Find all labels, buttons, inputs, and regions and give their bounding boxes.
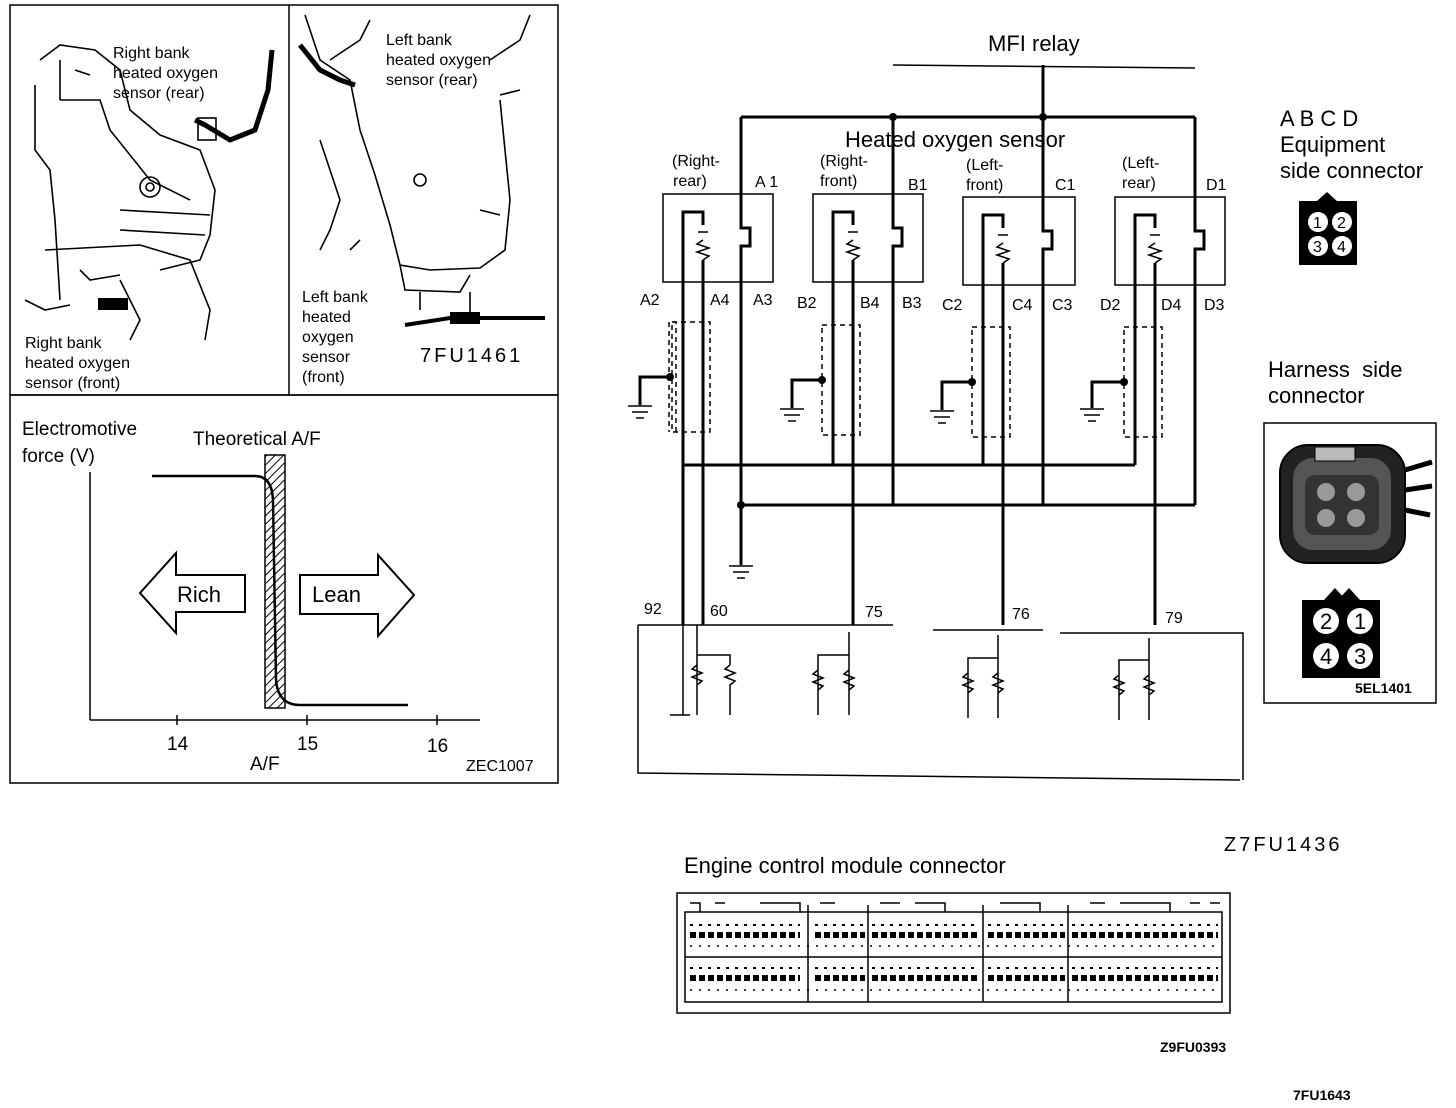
right-bank-engine-sketch [24, 44, 275, 341]
pin-c2-label: C2 [942, 297, 963, 314]
left-front-label-2: heated [302, 309, 351, 326]
equip-pin-3: 3 [1313, 239, 1322, 256]
ecm-internal-circuits [670, 625, 1157, 720]
left-front-label-1: Left bank [302, 289, 369, 306]
equip-pin-4: 4 [1337, 239, 1346, 256]
sensor-b-name-2: front) [820, 173, 857, 190]
circuit-figure-code: Z7FU1436 [1224, 834, 1343, 856]
harness-connector-title-1: Harness side [1268, 357, 1403, 382]
pin-b4-label: B4 [860, 295, 880, 312]
harness-connector-photo [1279, 444, 1433, 564]
left-rear-label-2: heated oxygen [386, 52, 491, 69]
ecm-figure-code: Z9FU0393 [1160, 1039, 1226, 1055]
right-rear-label-2: heated oxygen [113, 65, 218, 82]
harness-pin-1: 1 [1354, 609, 1366, 634]
pin-b1-label: B1 [908, 177, 928, 194]
left-bank-engine-sketch [298, 14, 545, 327]
harness-pin-4: 4 [1320, 644, 1332, 669]
pin-d1-label: D1 [1206, 177, 1227, 194]
pin-b2-label: B2 [797, 295, 817, 312]
circuit-diagram: MFI relay Heated oxygen sensor (Right- r… [628, 31, 1343, 856]
rich-label: Rich [177, 582, 221, 607]
pin-b3-label: B3 [902, 295, 922, 312]
right-rear-label-1: Right bank [113, 45, 190, 62]
terminal-60-label: 60 [710, 603, 728, 620]
sensor-output-curve [152, 474, 408, 707]
lean-label: Lean [312, 582, 361, 607]
pin-a1-label: A 1 [755, 174, 778, 191]
x-tick-16: 16 [427, 736, 448, 757]
terminal-92-label: 92 [644, 601, 662, 618]
right-rear-label-3: sensor (rear) [113, 85, 205, 102]
pin-c3-label: C3 [1052, 297, 1073, 314]
right-front-label-3: sensor (front) [25, 375, 120, 392]
right-front-label-2: heated oxygen [25, 355, 130, 372]
left-front-label-5: (front) [302, 369, 345, 386]
left-rear-label-1: Left bank [386, 32, 453, 49]
graph-y-label-2: force (V) [22, 446, 95, 467]
sensor-b-name-1: (Right- [820, 153, 868, 170]
ecm-connector: Engine control module connector Z9FU0393 [676, 853, 1231, 1055]
theoretical-af-label: Theoretical A/F [193, 429, 321, 450]
x-tick-15: 15 [297, 734, 318, 755]
terminal-75-label: 75 [865, 604, 883, 621]
sensor-right-front: (Right- front) B1 B2 B4 B3 [780, 153, 928, 436]
page-figure-code: 7FU1643 [1293, 1087, 1351, 1103]
sensor-d-name-2: rear) [1122, 175, 1156, 192]
sensor-right-rear: (Right- rear) A 1 A2 A4 A3 [628, 153, 778, 433]
sensor-a-name-2: rear) [673, 173, 707, 190]
pin-d2-label: D2 [1100, 297, 1121, 314]
graph-figure-code: ZEC1007 [466, 758, 534, 775]
sensor-d-name-1: (Left- [1122, 155, 1159, 172]
left-front-label-3: oxygen [302, 329, 354, 346]
ecm-connector-title: Engine control module connector [684, 853, 1006, 878]
equip-pin-1: 1 [1313, 215, 1322, 232]
rich-arrow-icon [138, 550, 246, 636]
mfi-relay-label: MFI relay [988, 31, 1080, 56]
sensor-a-name-1: (Right- [672, 153, 720, 170]
lean-arrow-icon [299, 552, 416, 639]
pin-d4-label: D4 [1161, 297, 1182, 314]
x-axis-label: A/F [250, 754, 280, 775]
pin-a4-label: A4 [710, 292, 730, 309]
equip-pin-2: 2 [1337, 215, 1346, 232]
sensor-c-name-2: front) [966, 177, 1003, 194]
harness-connector-title-2: connector [1268, 383, 1365, 408]
harness-figure-code: 5EL1401 [1355, 680, 1412, 696]
harness-pin-3: 3 [1354, 644, 1366, 669]
harness-side-connector: Harness side connector 2 1 4 3 5EL1401 [1263, 357, 1437, 704]
x-tick-14: 14 [167, 734, 189, 755]
location-panel: Right bank heated oxygen sensor (rear) R… [9, 4, 559, 396]
harness-pin-2: 2 [1320, 609, 1332, 634]
terminal-79-label: 79 [1165, 610, 1183, 627]
connector-pin-letters: A B C D [1280, 106, 1358, 131]
terminal-76-label: 76 [1012, 606, 1030, 623]
ecm-box [637, 624, 1244, 781]
graph-y-label-1: Electromotive [22, 419, 137, 440]
pin-a3-label: A3 [753, 292, 773, 309]
location-figure-code: 7FU1461 [420, 345, 523, 367]
pin-d3-label: D3 [1204, 297, 1225, 314]
left-rear-label-3: sensor (rear) [386, 72, 478, 89]
af-graph-panel: Electromotive force (V) Theoretical A/F … [9, 394, 559, 784]
sensor-left-front: (Left- front) C1 C2 C4 C3 [930, 157, 1076, 438]
equipment-connector-title-1: Equipment [1280, 132, 1385, 157]
right-front-label-1: Right bank [25, 335, 102, 352]
equipment-side-connector: A B C D Equipment side connector 1 2 3 4 [1280, 106, 1423, 265]
ecm-pin-rows [690, 924, 1218, 991]
sensor-left-rear: (Left- rear) D1 D2 D4 D3 [1080, 155, 1227, 438]
equipment-connector-title-2: side connector [1280, 158, 1423, 183]
left-front-label-4: sensor [302, 349, 351, 366]
pin-c4-label: C4 [1012, 297, 1033, 314]
pin-c1-label: C1 [1055, 177, 1076, 194]
sensor-c-name-1: (Left- [966, 157, 1003, 174]
heated-oxygen-sensor-title: Heated oxygen sensor [845, 127, 1065, 152]
pin-a2-label: A2 [640, 292, 660, 309]
